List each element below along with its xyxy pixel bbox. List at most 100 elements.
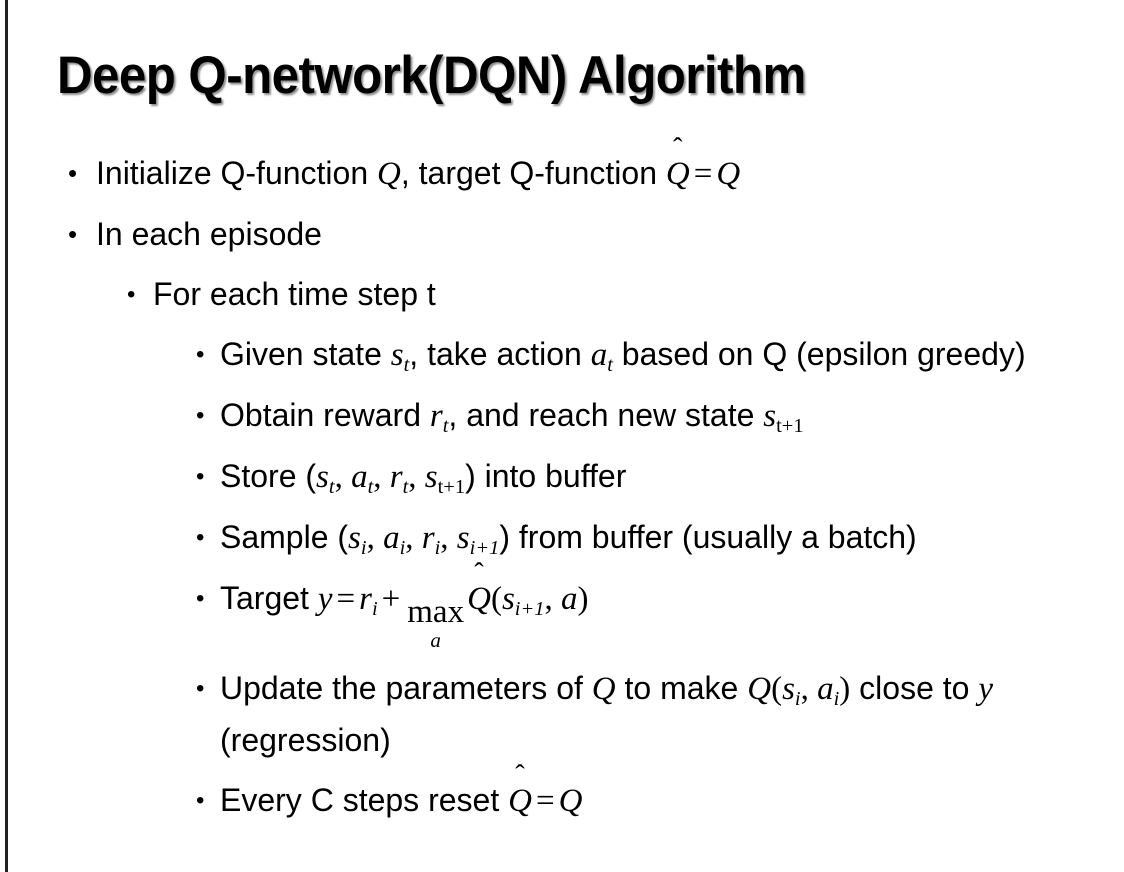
math-sub-t: t xyxy=(403,354,410,377)
sample-part1: Sample ( xyxy=(220,519,349,555)
math-q: Q xyxy=(377,156,401,192)
given-state-part3: based on Q (epsilon greedy) xyxy=(612,336,1026,372)
math-var-a: ai xyxy=(383,520,406,560)
math-sub-i-plus-1: i+1 xyxy=(469,537,500,560)
bullet-marker: • xyxy=(196,402,205,429)
given-state-part1: Given state xyxy=(220,336,391,372)
obtain-reward-part2: , and reach new state xyxy=(448,397,764,433)
math-sub-i: i xyxy=(399,537,406,560)
math-sub-t-plus-1: t+1 xyxy=(776,415,804,438)
math-var-r: ri xyxy=(421,520,441,560)
math-var-a: a xyxy=(560,581,578,617)
max-limit: a xyxy=(430,628,441,653)
math-sep: , xyxy=(373,459,390,495)
paren-close: ) xyxy=(577,581,589,617)
bullet-marker: • xyxy=(196,675,205,703)
bullet-marker: • xyxy=(196,341,205,368)
max-word: max xyxy=(407,594,465,631)
update-part4: (regression) xyxy=(220,722,391,759)
math-sub-t: t xyxy=(442,415,449,438)
for-each-time-step-text: For each time step t xyxy=(153,276,436,312)
page-title: Deep Q-network(DQN) Algorithm xyxy=(57,46,806,105)
paren-open: ( xyxy=(771,671,783,708)
math-sub-i: i xyxy=(794,688,801,711)
math-q-right: Q xyxy=(716,156,741,192)
math-q: Q xyxy=(591,671,616,708)
math-sep: , xyxy=(408,459,425,495)
math-var-y: y xyxy=(978,671,993,708)
paren-open: ( xyxy=(490,581,502,617)
math-sub-i-plus-1: i+1 xyxy=(514,598,545,621)
math-var-s-next: si+1 xyxy=(501,581,545,621)
math-sub-t-plus-1: t+1 xyxy=(437,476,466,499)
list-item-in-each-episode: • In each episode xyxy=(0,209,1124,260)
math-q-hat-letter: Q xyxy=(467,581,491,617)
target-part1: Target xyxy=(220,580,318,616)
list-item-reset-target: • Every C steps reset ̂Q=Q xyxy=(0,775,1124,827)
bullet-marker: • xyxy=(68,158,78,188)
math-sub-i: i xyxy=(833,688,840,711)
math-var-y: y xyxy=(317,581,333,617)
math-sub-i: i xyxy=(371,598,378,621)
math-var-a: ai xyxy=(817,671,840,711)
math-var-s: st xyxy=(390,337,410,377)
math-var-a: at xyxy=(351,459,374,499)
math-comma: , xyxy=(544,581,561,617)
math-sep: , xyxy=(440,520,457,556)
math-sub-t: t xyxy=(402,476,409,499)
paren-close: ) xyxy=(839,671,851,708)
in-each-episode-text: In each episode xyxy=(96,216,322,252)
math-sub-t: t xyxy=(607,354,613,377)
math-equals: = xyxy=(693,156,713,192)
math-var-s: si xyxy=(782,671,801,711)
math-q-func: Q xyxy=(747,671,772,708)
list-item-initialize: •Initialize Q-function Q, target Q-funct… xyxy=(0,148,1124,200)
bullet-marker: • xyxy=(196,463,205,490)
math-var-r: rt xyxy=(389,459,409,499)
update-part2: to make xyxy=(615,670,748,707)
obtain-reward-part1: Obtain reward xyxy=(220,397,430,433)
math-sub-t: t xyxy=(367,476,374,499)
math-q: Q xyxy=(558,783,583,820)
initialize-text-middle: , target Q-function xyxy=(400,155,666,191)
math-var-s: si xyxy=(348,520,367,560)
math-var-a: at xyxy=(590,337,613,377)
math-plus: + xyxy=(381,581,401,617)
update-part3: close to xyxy=(850,670,979,707)
list-item-for-each-time-step: • For each time step t xyxy=(0,269,1124,320)
math-equals: = xyxy=(535,783,555,820)
math-var-s-next: si+1 xyxy=(456,520,500,560)
bullet-marker: • xyxy=(196,585,205,612)
math-q-hat-letter: Q xyxy=(665,156,690,192)
math-sub-i: i xyxy=(434,537,441,560)
list-item-given-state: •Given state st, take action at based on… xyxy=(0,329,1124,381)
list-item-target-y: •Target y=ri+maxâQ(si+1, a) xyxy=(0,573,1124,651)
bullet-marker: • xyxy=(68,219,78,249)
reset-part1: Every C steps reset xyxy=(220,782,509,819)
list-item-store-transition: •Store (st, at, rt, st+1) into buffer xyxy=(0,451,1124,503)
list-item-sample-batch: •Sample (si, ai, ri, si+1) from buffer (… xyxy=(0,512,1124,564)
math-var-r: rt xyxy=(429,398,449,438)
bullet-marker: • xyxy=(127,281,136,308)
left-edge-bar xyxy=(5,0,8,872)
math-var-r: ri xyxy=(359,581,378,621)
bullet-list: •Initialize Q-function Q, target Q-funct… xyxy=(0,148,1124,827)
math-comma: , xyxy=(800,671,818,708)
math-q-hat: ̂Q xyxy=(666,149,690,200)
math-q-hat: ̂Q xyxy=(508,776,532,827)
math-sub-i: i xyxy=(360,537,367,560)
math-var-s: st xyxy=(316,459,335,499)
sample-part2: ) from buffer (usually a batch) xyxy=(499,519,917,555)
math-var-s-next: st+1 xyxy=(424,459,466,499)
math-equals: = xyxy=(336,581,356,617)
bullet-marker: • xyxy=(196,787,205,815)
list-item-update-parameters: •Update the parameters of Q to make Q(si… xyxy=(0,663,1124,766)
store-part1: Store ( xyxy=(220,458,317,494)
math-sub-t: t xyxy=(328,476,335,499)
math-sep: , xyxy=(405,520,422,556)
math-q-hat-letter: Q xyxy=(508,783,532,820)
update-part1: Update the parameters of xyxy=(220,670,592,707)
bullet-marker: • xyxy=(196,524,205,551)
